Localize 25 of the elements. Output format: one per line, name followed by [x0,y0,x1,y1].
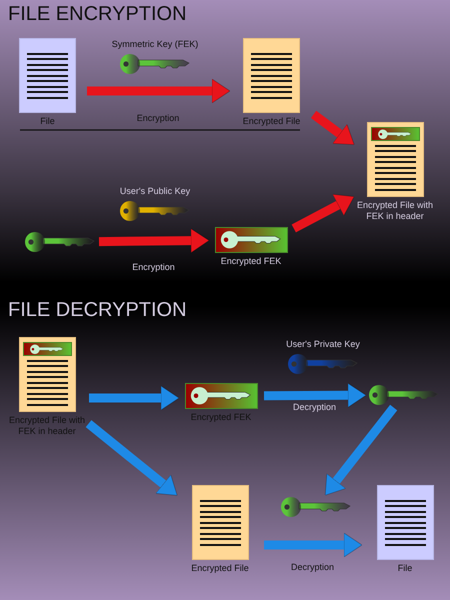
block-arrow [264,382,366,408]
block-arrow [89,386,180,410]
node-label: User's Private Key [286,339,360,350]
edge-label: Encryption [136,113,180,124]
node-label: File [40,116,55,127]
node-label: Encrypted File [191,563,249,574]
edge-label: Encryption [132,262,175,274]
block-arrow [292,193,356,232]
title: FILE ENCRYPTION [8,2,187,26]
block-arrow [86,420,180,498]
edge-label: Decryption [290,562,334,573]
edge-label: Decryption [292,402,336,414]
block-arrow [98,228,210,254]
node-label: File [398,563,412,574]
node-label: Encrypted File with FEK in header [8,415,86,437]
node-label: Encrypted FEK [220,256,282,267]
block-arrow [264,532,362,558]
node-label: Encrypted File with FEK in header [356,200,434,222]
block-arrow [310,110,356,148]
section-heading: FILE DECRYPTION [8,298,187,322]
node-label: Encrypted File [242,116,300,127]
block-arrow [322,404,398,498]
node-label: Symmetric Key (FEK) [112,39,198,50]
node-label: User's Public Key [120,186,190,197]
block-arrow [87,78,230,104]
